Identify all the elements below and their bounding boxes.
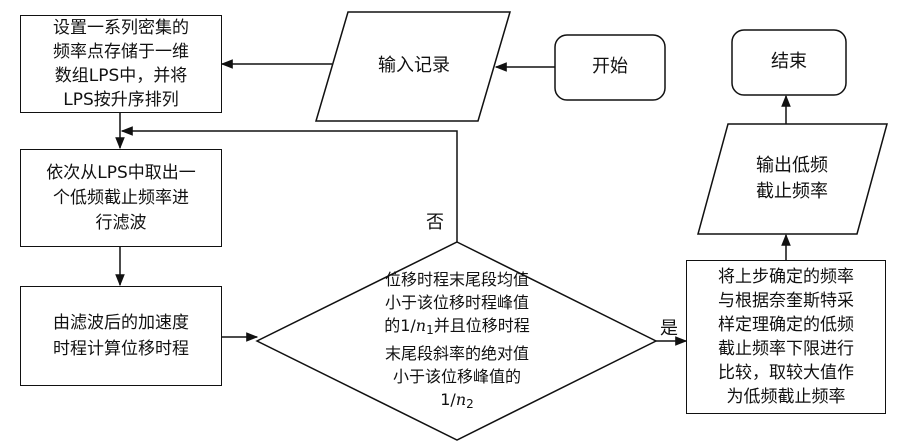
- output-line-2: 截止频率: [756, 181, 828, 202]
- condition-line-3-var: n: [415, 316, 427, 335]
- compute-line-2: 时程计算位移时程: [53, 339, 189, 359]
- condition-node-shape: [255, 241, 658, 441]
- filter-line-3: 行滤波: [95, 212, 147, 233]
- condition-line-1: 位移时程末尾段均值: [384, 270, 529, 289]
- condition-line-6-var: n: [455, 390, 467, 409]
- condition-line-3: 的1/n1并且位移时程: [335, 314, 579, 342]
- end-label: 结束: [771, 51, 807, 72]
- compute-line-1: 由滤波后的加速度: [53, 313, 189, 333]
- setup-node: 设置一系列密集的 频率点存储于一维 数组LPS中，并将 LPS按升序排列: [20, 15, 222, 113]
- setup-line-4: LPS按升序排列: [63, 90, 179, 110]
- condition-line-3-sub: 1: [426, 323, 434, 337]
- filter-node: 依次从LPS中取出一 个低频截止频率进 行滤波: [20, 149, 222, 247]
- output-label: 输出低频 截止频率: [716, 153, 868, 205]
- condition-line-6-sub: 2: [466, 397, 474, 411]
- compare-line-3: 样定理确定的低频: [718, 315, 854, 335]
- condition-line-5: 小于该位移峰值的: [392, 367, 521, 386]
- edge-no-loop: [120, 126, 458, 242]
- compare-line-4: 截止频率下限进行: [718, 339, 854, 359]
- input-label: 输入记录: [378, 55, 450, 76]
- output-line-1: 输出低频: [756, 155, 828, 176]
- no-label: 否: [426, 212, 444, 233]
- setup-line-1: 设置一系列密集的: [53, 18, 189, 38]
- filter-line-1: 依次从LPS中取出一: [46, 162, 196, 183]
- condition-line-3-prefix: 的1/: [384, 316, 416, 335]
- compare-line-6: 为低频截止频率: [726, 387, 846, 407]
- input-node-shape: [314, 11, 512, 122]
- start-label: 开始: [592, 56, 628, 77]
- yes-label: 是: [660, 318, 678, 339]
- compare-line-5: 比较，取较大值作: [718, 363, 854, 383]
- condition-line-4: 末尾段斜率的绝对值: [384, 344, 529, 363]
- setup-line-3: 数组LPS中，并将: [54, 66, 188, 86]
- compare-line-1: 将上步确定的频率: [718, 267, 854, 287]
- condition-line-6: 1/n2: [335, 388, 579, 416]
- filter-line-2: 个低频截止频率进: [52, 187, 189, 208]
- condition-line-3-suffix: 并且位移时程: [433, 316, 530, 335]
- setup-line-2: 频率点存储于一维: [53, 42, 189, 62]
- condition-line-6-prefix: 1/: [440, 390, 456, 409]
- compute-node: 由滤波后的加速度 时程计算位移时程: [20, 286, 222, 386]
- compare-line-2: 与根据奈奎斯特采: [718, 291, 854, 311]
- condition-text: 位移时程末尾段均值 小于该位移时程峰值 的1/n1并且位移时程 末尾段斜率的绝对…: [335, 268, 579, 416]
- compare-node: 将上步确定的频率 与根据奈奎斯特采 样定理确定的低频 截止频率下限进行 比较，取…: [686, 260, 886, 414]
- condition-line-2: 小于该位移时程峰值: [384, 293, 529, 312]
- output-node-shape: [697, 123, 888, 235]
